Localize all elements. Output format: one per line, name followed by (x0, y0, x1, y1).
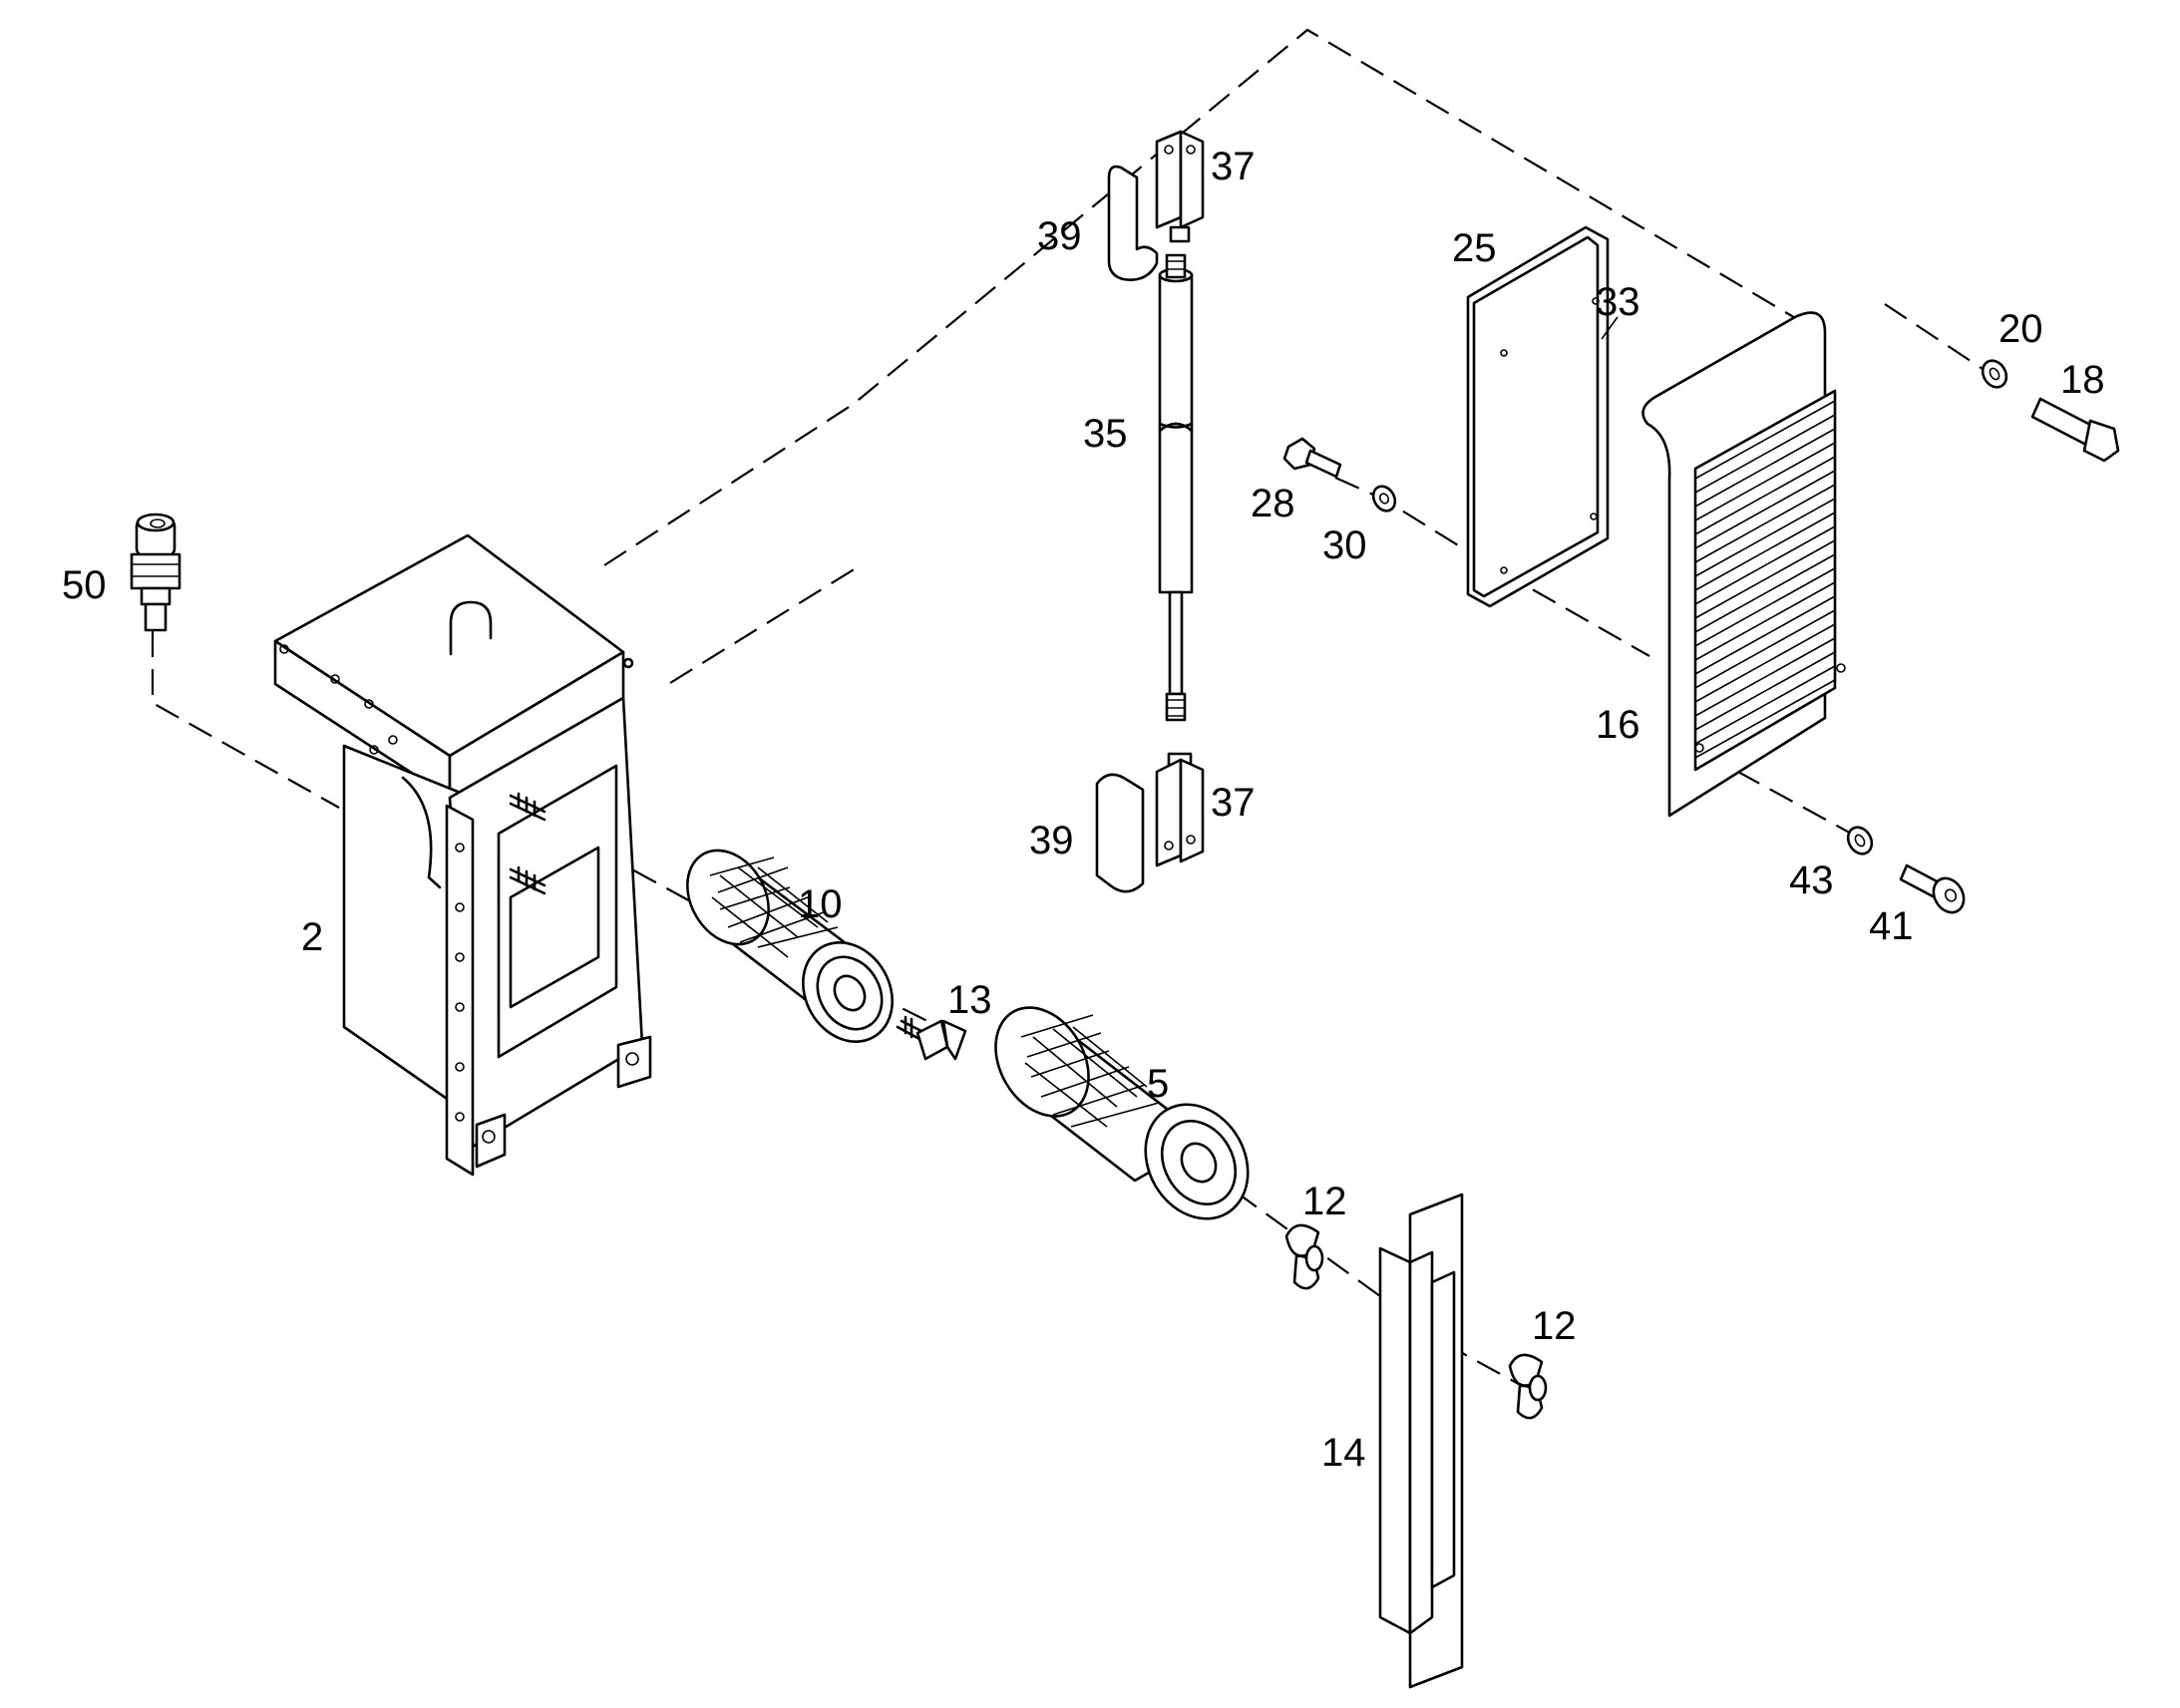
label-28: 28 (1251, 482, 1295, 525)
label-50: 50 (62, 563, 107, 607)
label-5: 5 (1147, 1062, 1169, 1106)
part-37-clevis-bottom (1155, 752, 1205, 867)
label-16: 16 (1596, 703, 1640, 747)
label-37-top: 37 (1211, 145, 1256, 188)
label-30: 30 (1322, 523, 1367, 567)
label-12-a: 12 (1302, 1180, 1347, 1223)
label-35: 35 (1083, 412, 1128, 456)
callout-labels: 2 5 10 12 12 13 14 16 18 20 25 28 30 33 … (62, 145, 2105, 1475)
label-43: 43 (1789, 858, 1834, 902)
label-25: 25 (1452, 226, 1497, 270)
part-50-connector (130, 512, 182, 632)
label-14: 14 (1321, 1431, 1366, 1475)
label-39-top: 39 (1037, 214, 1082, 258)
label-41: 41 (1869, 904, 1914, 948)
part-5-filter (994, 1006, 1250, 1220)
part-14-bracket (1378, 1193, 1464, 1689)
part-39-clip-bottom (1095, 773, 1145, 893)
part-25-gasket (1466, 225, 1610, 608)
part-43-washer (1846, 826, 1874, 855)
part-30-washer (1371, 485, 1397, 512)
part-41-bolt (1899, 863, 1966, 914)
label-12-b: 12 (1532, 1304, 1577, 1348)
label-13: 13 (947, 978, 992, 1022)
part-18-bolt (2030, 397, 2120, 463)
part-37-clevis-top (1155, 130, 1205, 243)
part-12-wing-nut-a (1284, 1223, 1324, 1290)
part-10-filter (686, 849, 895, 1043)
label-20: 20 (1998, 307, 2043, 351)
label-39-bottom: 39 (1029, 819, 1074, 862)
part-16-grille (1641, 311, 1846, 818)
part-35-gas-spring (1158, 253, 1194, 722)
part-12-wing-nut-b (1508, 1353, 1548, 1420)
part-2-housing (273, 533, 652, 1177)
label-37-bottom: 37 (1211, 781, 1256, 825)
part-20-washer (1981, 359, 2008, 389)
part-13-screw (896, 1015, 967, 1061)
label-10: 10 (798, 882, 843, 926)
part-28-bolt (1282, 437, 1342, 479)
part-39-clip-top (1107, 165, 1159, 281)
label-33: 33 (1596, 280, 1640, 324)
leader-33 (1601, 316, 1619, 340)
label-2: 2 (301, 915, 323, 959)
label-18: 18 (2060, 358, 2105, 402)
